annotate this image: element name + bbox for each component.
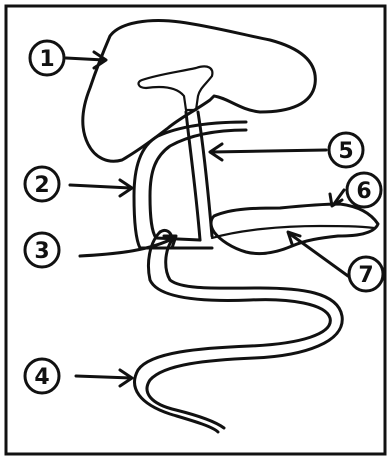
label-6-marker: 6 — [347, 173, 381, 207]
label-3-marker: 3 — [25, 233, 59, 267]
arrow-1-line — [66, 58, 104, 60]
arrow-4-line — [76, 376, 130, 378]
duct-5-right — [198, 112, 212, 236]
label-1-text: 1 — [39, 47, 54, 72]
label-1-marker: 1 — [30, 41, 64, 75]
label-4-text: 4 — [34, 365, 49, 390]
intestine-inner — [147, 240, 342, 428]
pancreas-shape — [211, 204, 378, 254]
label-5-text: 5 — [338, 139, 353, 164]
label-7-text: 7 — [358, 263, 373, 288]
label-6-text: 6 — [356, 179, 371, 204]
intestine-outer — [135, 232, 331, 432]
label-2-marker: 2 — [25, 167, 59, 201]
label-7-marker: 7 — [349, 257, 383, 291]
arrow-7-line — [290, 234, 348, 276]
label-5-marker: 5 — [329, 133, 363, 167]
label-4-marker: 4 — [25, 359, 59, 393]
arrow-5-line — [212, 150, 326, 152]
duct-5-left — [186, 112, 200, 240]
label-3-text: 3 — [34, 239, 49, 264]
label-2-text: 2 — [34, 173, 49, 198]
arrow-2-line — [70, 185, 130, 188]
